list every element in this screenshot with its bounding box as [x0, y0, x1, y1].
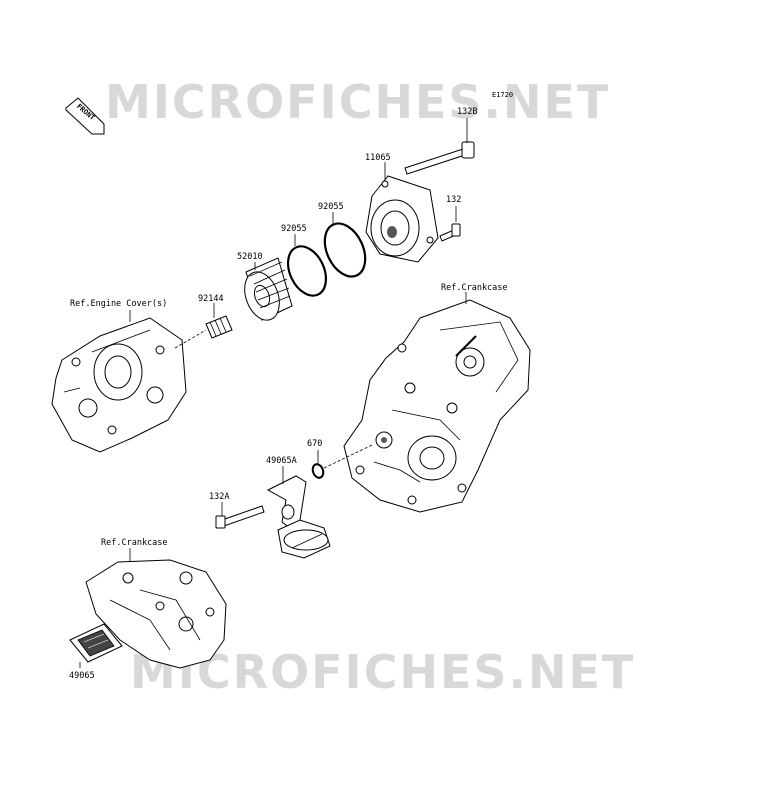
label-132a: 132A: [209, 492, 229, 502]
diagram-code: E1720: [492, 91, 513, 99]
label-92055-outer: 92055: [318, 202, 344, 212]
crankcase-left-ref: [85, 559, 227, 669]
bolt-132b: [404, 141, 475, 175]
label-92055-inner: 92055: [281, 224, 307, 234]
bolt-132: [439, 223, 461, 242]
label-11065: 11065: [365, 153, 391, 163]
label-670: 670: [307, 439, 322, 449]
label-92144: 92144: [198, 294, 224, 304]
oil-strainer-49065a: [266, 475, 331, 559]
ref-engine-cover: Ref.Engine Cover(s): [70, 299, 167, 309]
o-ring-92055-inner: [286, 245, 328, 297]
oil-filter-52010: [244, 257, 293, 321]
oil-screen-49065: [69, 623, 123, 663]
o-ring-670: [311, 463, 325, 479]
ref-crankcase-right: Ref.Crankcase: [441, 283, 508, 293]
label-52010: 52010: [237, 252, 263, 262]
dash-line-cover: [174, 329, 207, 349]
label-132b: 132B: [457, 107, 477, 117]
ref-crankcase-left: Ref.Crankcase: [101, 538, 168, 548]
fitting-92144: [205, 315, 233, 339]
engine-cover-ref: [51, 317, 187, 453]
bolt-132a: [215, 505, 265, 529]
label-49065: 49065: [69, 671, 95, 681]
label-49065a: 49065A: [266, 456, 297, 466]
label-132: 132: [446, 195, 461, 205]
dash-line-670: [323, 444, 373, 469]
crankcase-right-ref: [343, 299, 531, 513]
oil-filter-cover-11065: [365, 175, 439, 263]
front-arrow-icon: FRONT: [65, 97, 105, 135]
watermark-top: MICROFICHES.NET: [105, 75, 610, 129]
